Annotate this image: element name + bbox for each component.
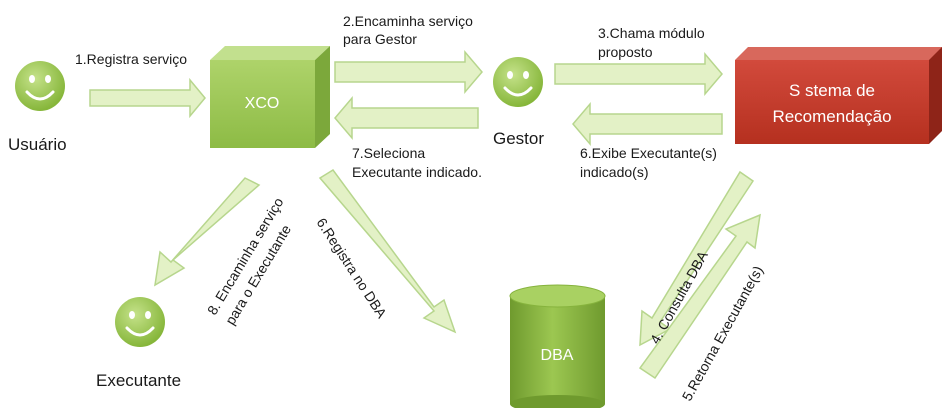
usuario-label: Usuário	[8, 135, 67, 154]
usuario-node: Usuário	[8, 61, 67, 154]
arrow-xco-to-dba	[318, 168, 457, 334]
arrow-dba-to-sistema	[638, 213, 761, 380]
gestor-label: Gestor	[493, 129, 544, 148]
dba-label: DBA	[541, 347, 574, 364]
sistema-label-line1: S stema de	[789, 81, 875, 100]
edge-label-2-line1: 2.Encaminha serviço	[343, 13, 473, 29]
arrow-gestor-to-xco	[334, 95, 479, 141]
xco-label: XCO	[245, 95, 280, 112]
edge-label-2-line2: para Gestor	[343, 31, 417, 47]
edge-label-3-line2: proposto	[598, 44, 653, 60]
arrow-xco-to-executante	[154, 177, 261, 287]
executante-label: Executante	[96, 371, 181, 390]
edge-label-6a-line2: indicado(s)	[580, 164, 648, 180]
arrow-xco-to-gestor	[334, 49, 483, 95]
xco-node: XCO	[210, 46, 330, 148]
arrow-gestor-to-sistema	[554, 51, 723, 97]
edge-label-7-line2: Executante indicado.	[352, 164, 482, 180]
edge-label-6a-line1: 6.Exibe Executante(s)	[580, 145, 717, 161]
arrow-sistema-to-gestor	[572, 101, 723, 147]
arrow-usuario-to-xco	[89, 77, 206, 119]
sistema-label-line2: Recomendação	[772, 107, 891, 126]
dba-node: DBA	[509, 284, 606, 408]
edge-label-7-line1: 7.Seleciona	[352, 145, 425, 161]
sistema-recomendacao-node: S stema de Recomendação	[735, 47, 942, 144]
smiley-icon	[15, 61, 65, 111]
executante-node: Executante	[96, 297, 181, 390]
edge-label-3-line1: 3.Chama módulo	[598, 25, 705, 41]
arrow-sistema-to-dba	[639, 170, 755, 347]
edge-label-6b: 6.Registra no DBA	[313, 215, 390, 322]
gestor-node: Gestor	[493, 57, 544, 148]
smiley-icon	[493, 57, 543, 107]
edge-label-1: 1.Registra serviço	[75, 51, 187, 67]
smiley-icon	[115, 297, 165, 347]
